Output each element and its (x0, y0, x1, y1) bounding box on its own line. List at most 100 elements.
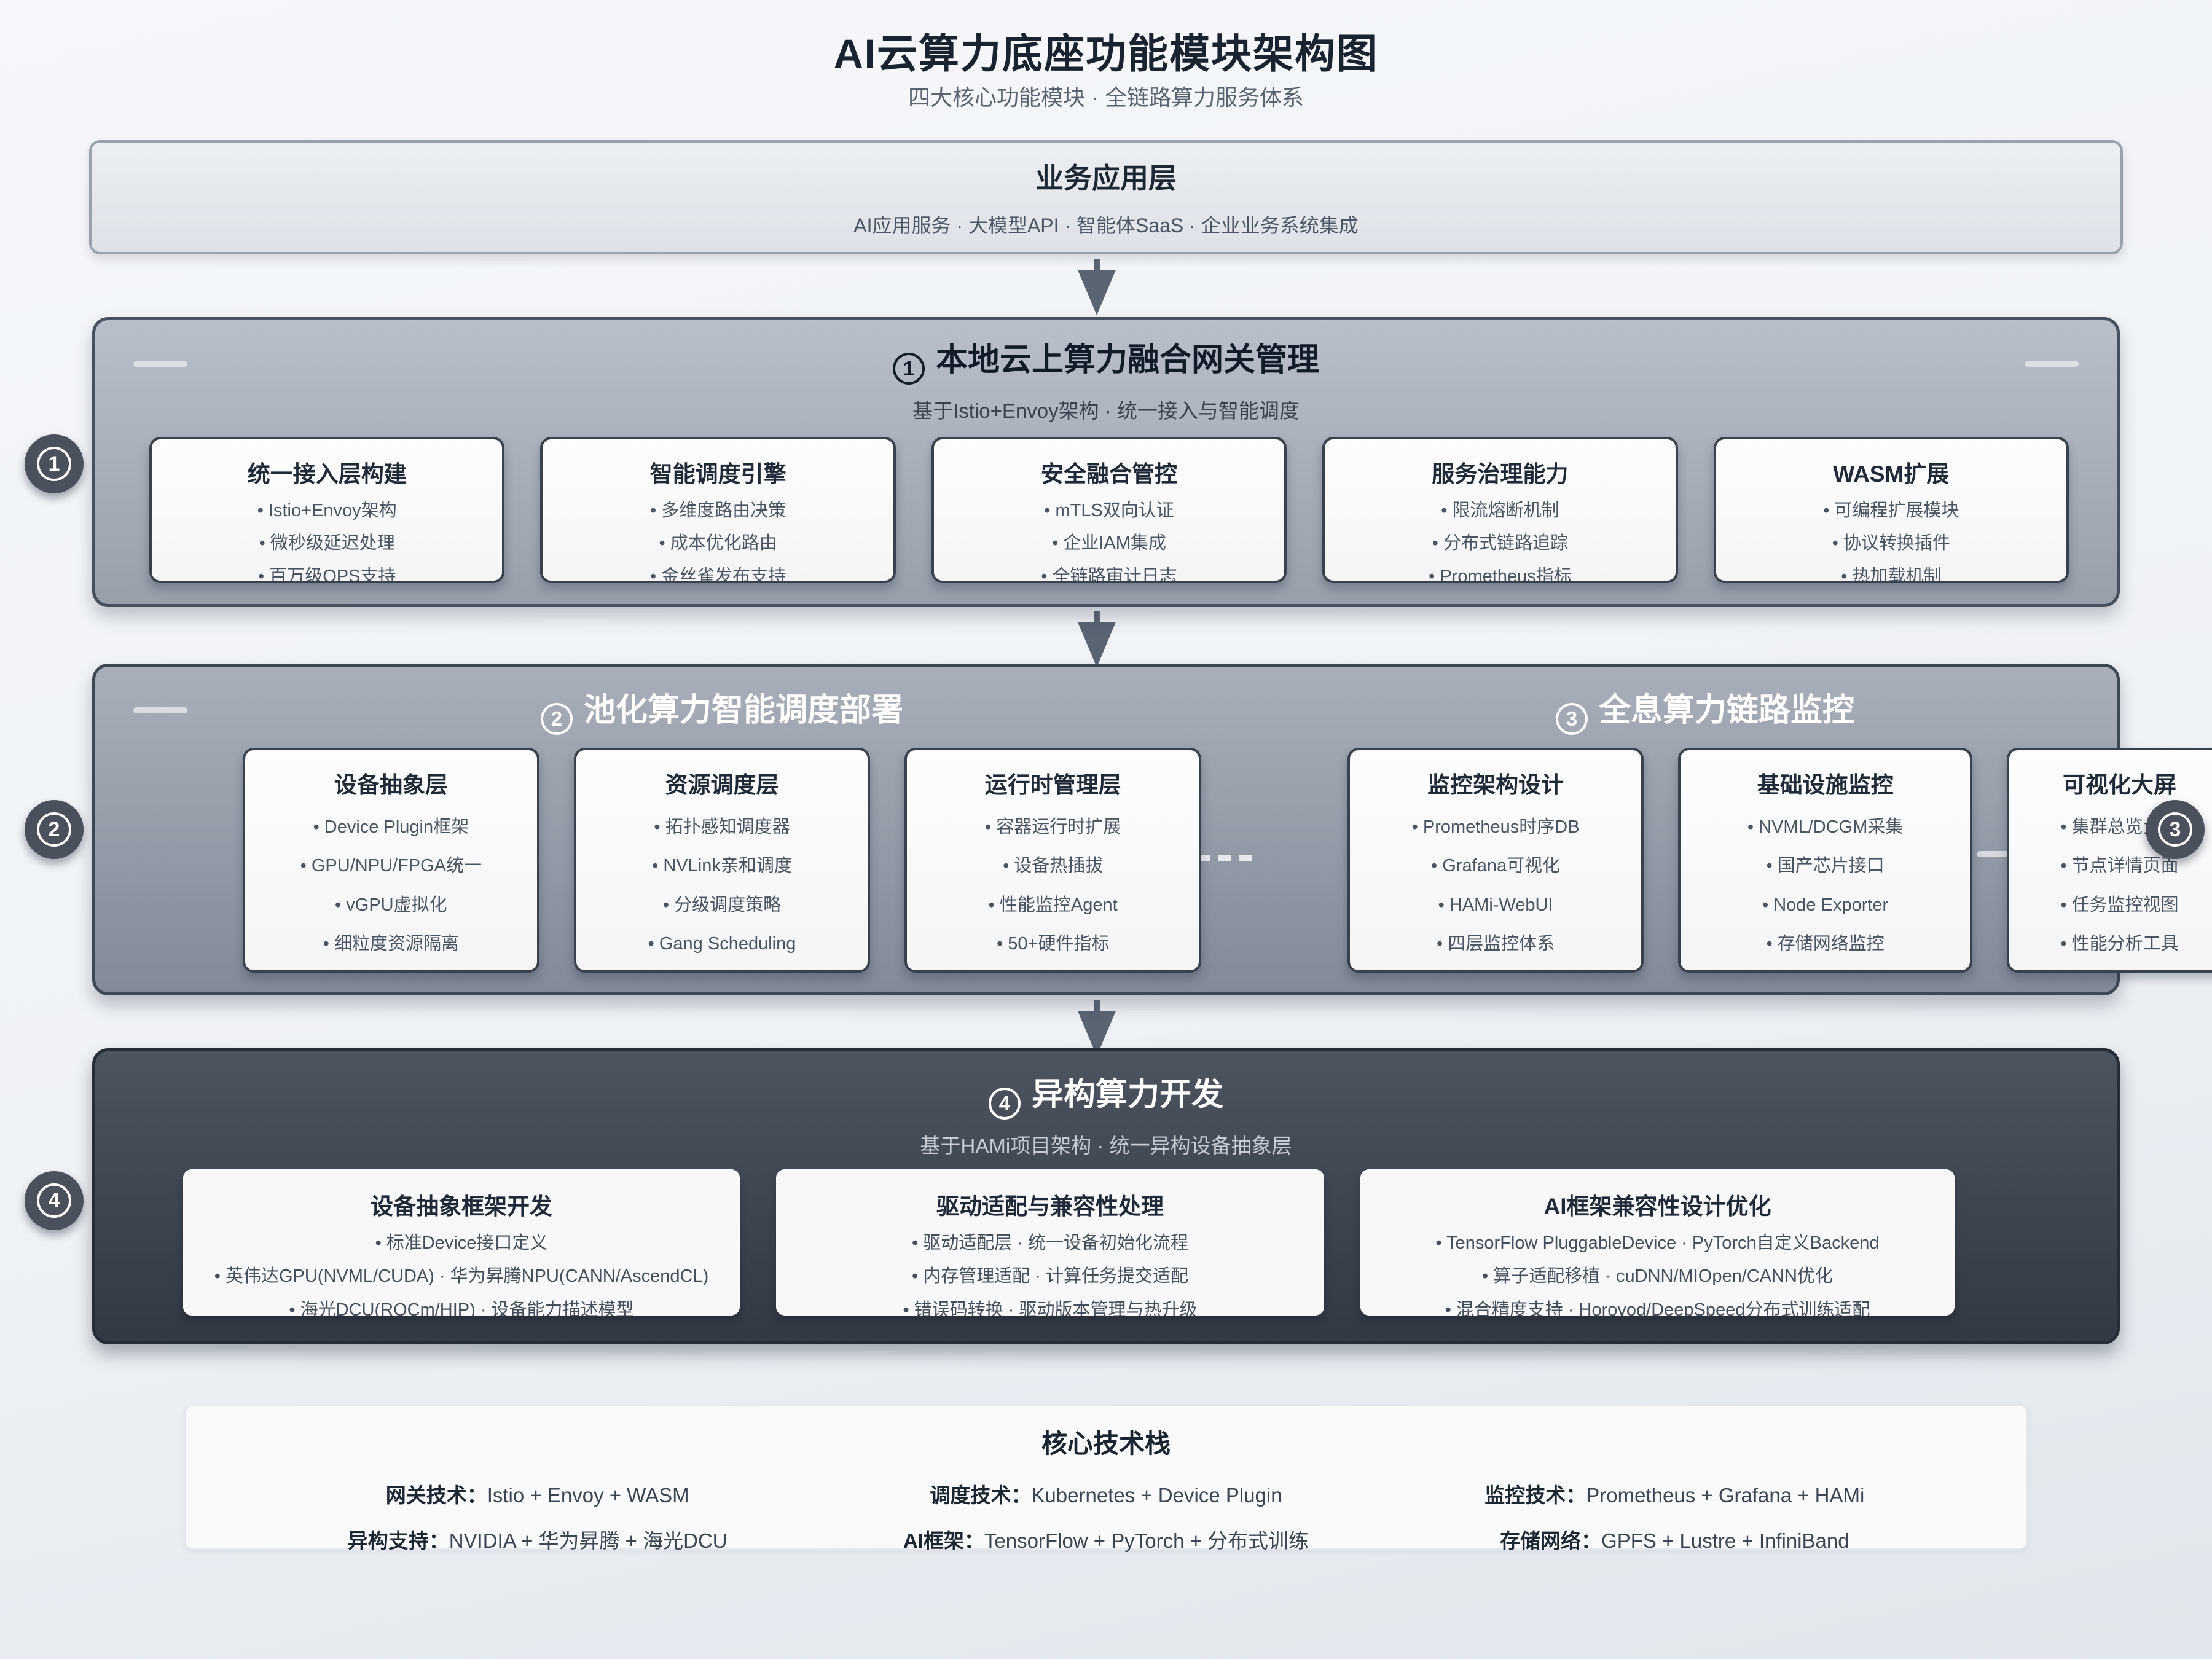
decor-dash (2025, 361, 2079, 367)
card-item: 企业IAM集成 (940, 532, 1278, 554)
card-title: 安全融合管控 (1041, 461, 1178, 487)
card-item: Node Exporter (1687, 894, 1964, 916)
dashed-connector (1156, 855, 1255, 861)
card-runtime-management-layer: 运行时管理层 容器运行时扩展 设备热插拔 性能监控Agent 50+硬件指标 异… (904, 748, 1202, 973)
card-title: 运行时管理层 (984, 772, 1121, 798)
card-item: Grafana可视化 (1356, 855, 1635, 877)
card-title: 统一接入层构建 (247, 461, 407, 487)
card-title: 智能调度引擎 (649, 461, 786, 487)
card-item: TensorFlow PluggableDevice · PyTorch自定义B… (1367, 1232, 1948, 1254)
circled-number-icon: 1 (37, 447, 71, 481)
card-item: 容器运行时扩展 (913, 816, 1193, 838)
card-title: AI框架兼容性设计优化 (1543, 1194, 1771, 1219)
circled-number-icon: 3 (1555, 702, 1588, 735)
card-title: 服务治理能力 (1432, 461, 1569, 487)
section-3-title-text: 全息算力链路监控 (1598, 692, 1854, 728)
tech-stack-grid: 网关技术：Istio + Envoy + WASM 调度技术：Kubernete… (186, 1479, 2026, 1554)
tech-entry: 监控技术：Prometheus + Grafana + HAMi (1390, 1479, 1959, 1508)
section-4-cards: 设备抽象框架开发 标准Device接口定义 英伟达GPU(NVML/CUDA) … (183, 1169, 1955, 1316)
card-item: 热加载机制 (1722, 565, 2060, 581)
tech-entry-value: GPFS + Lustre + InfiniBand (1601, 1529, 1849, 1552)
section-4-header: 4 异构算力开发 基于HAMi项目架构 · 统一异构设备抽象层 (95, 1077, 2117, 1159)
card-item: 设备健康检查 (251, 971, 531, 973)
card-item: 细粒度资源隔离 (251, 933, 531, 955)
tech-entry-value: NVIDIA + 华为昇腾 + 海光DCU (449, 1529, 728, 1552)
circled-number-icon: 2 (37, 812, 71, 847)
card-title: WASM扩展 (1833, 461, 1950, 487)
section-4-title: 4 异构算力开发 (95, 1077, 2117, 1120)
badge-1: 1 (25, 434, 84, 493)
card-resource-scheduling-layer: 资源调度层 拓扑感知调度器 NVLink亲和调度 分级调度策略 Gang Sch… (573, 748, 871, 973)
card-infrastructure-monitoring: 基础设施监控 NVML/DCGM采集 国产芯片接口 Node Exporter … (1678, 748, 1973, 973)
card-item: 算子适配移植 · cuDNN/MIOpen/CANN优化 (1367, 1265, 1948, 1287)
card-item: 标准Device接口定义 (189, 1232, 734, 1254)
card-title: 驱动适配与兼容性处理 (936, 1194, 1164, 1219)
core-tech-stack: 核心技术栈 网关技术：Istio + Envoy + WASM 调度技术：Kub… (184, 1405, 2028, 1552)
card-item: 微秒级延迟处理 (158, 532, 496, 554)
business-application-layer: 业务应用层 AI应用服务 · 大模型API · 智能体SaaS · 企业业务系统… (89, 140, 2123, 254)
card-item: NVLink亲和调度 (582, 855, 862, 877)
card-item: 成本优化路由 (549, 532, 887, 554)
card-title: 可视化大屏 (2063, 772, 2177, 798)
card-item: 四层监控体系 (1356, 933, 1635, 955)
circled-number-icon: 2 (540, 702, 573, 735)
section-3-header: 3 全息算力链路监控 (1324, 692, 2086, 735)
card-title: 设备抽象框架开发 (371, 1194, 552, 1219)
card-item: Prometheus指标 (1331, 565, 1669, 581)
card-item: vGPU虚拟化 (251, 894, 531, 916)
card-item: 性能分析工具 (2015, 933, 2212, 955)
card-monitoring-architecture: 监控架构设计 Prometheus时序DB Grafana可视化 HAMi-We… (1347, 748, 1644, 973)
card-item: 设备热插拔 (913, 855, 1193, 877)
circled-number-icon: 1 (892, 352, 925, 385)
section-2-cards: 设备抽象层 Device Plugin框架 GPU/NPU/FPGA统一 vGP… (243, 748, 1202, 973)
card-item: 分布式链路追踪 (1331, 532, 1669, 554)
arrow-down-icon (1078, 259, 1116, 315)
section-1-subtitle: 基于Istio+Envoy架构 · 统一接入与智能调度 (912, 399, 1300, 422)
tech-stack-title: 核心技术栈 (1041, 1429, 1171, 1458)
business-layer-subtitle: AI应用服务 · 大模型API · 智能体SaaS · 企业业务系统集成 (853, 214, 1359, 237)
card-service-governance: 服务治理能力 限流熔断机制 分布式链路追踪 Prometheus指标 (1322, 437, 1678, 583)
tech-entry: 异构支持：NVIDIA + 华为昇腾 + 海光DCU (253, 1524, 822, 1554)
arrow-down-icon (1078, 611, 1116, 667)
card-title: 设备抽象层 (334, 772, 448, 798)
decor-dash (133, 361, 187, 367)
tech-entry: AI框架：TensorFlow + PyTorch + 分布式训练 (822, 1524, 1390, 1554)
card-item: 驱动适配层 · 统一设备初始化流程 (782, 1232, 1318, 1254)
circled-number-icon: 4 (988, 1087, 1021, 1120)
badge-3: 3 (2146, 800, 2205, 859)
decor-dash (133, 707, 187, 713)
card-item: 错误码转换 · 驱动版本管理与热升级 (782, 1299, 1318, 1316)
tech-entry-label: 调度技术： (930, 1484, 1032, 1507)
card-item: 全链路审计日志 (940, 565, 1278, 581)
card-item: mTLS双向认证 (940, 500, 1278, 522)
card-item: 拓扑图绘制 (1687, 971, 1964, 973)
section-heterogeneous-development: 4 异构算力开发 基于HAMi项目架构 · 统一异构设备抽象层 设备抽象框架开发 … (92, 1048, 2120, 1344)
card-wasm-extension: WASM扩展 可编程扩展模块 协议转换插件 热加载机制 (1713, 437, 2069, 583)
card-title: 监控架构设计 (1427, 772, 1564, 798)
card-security-control: 安全融合管控 mTLS双向认证 企业IAM集成 全链路审计日志 (931, 437, 1287, 583)
card-item: GPU/NPU/FPGA统一 (251, 855, 531, 877)
card-item: Istio+Envoy架构 (158, 500, 496, 522)
card-item: 混合精度支持 · Horovod/DeepSpeed分布式训练适配 (1367, 1299, 1948, 1316)
section-4-title-text: 异构算力开发 (1031, 1077, 1223, 1113)
page-title: AI云算力底座功能模块架构图 (834, 31, 1378, 76)
section-4-subtitle: 基于HAMi项目架构 · 统一异构设备抽象层 (920, 1134, 1292, 1157)
tech-entry-value: Prometheus + Grafana + HAMi (1586, 1484, 1865, 1507)
card-item: 异常检测告警 (913, 971, 1193, 973)
card-driver-adaptation: 驱动适配与兼容性处理 驱动适配层 · 统一设备初始化流程 内存管理适配 · 计算… (776, 1169, 1324, 1316)
tech-entry-label: 存储网络： (1500, 1529, 1602, 1552)
tech-entry-value: Kubernetes + Device Plugin (1031, 1484, 1282, 1507)
card-item: 协议转换插件 (1722, 532, 2060, 554)
card-item: 分级调度策略 (582, 894, 862, 916)
business-layer-title: 业务应用层 (1035, 162, 1177, 194)
circled-number-icon: 3 (2158, 812, 2192, 847)
card-item: 拓扑感知调度器 (582, 816, 862, 838)
card-item: 性能监控Agent (913, 894, 1193, 916)
section-3-cards: 监控架构设计 Prometheus时序DB Grafana可视化 HAMi-We… (1347, 748, 2212, 973)
card-unified-access: 统一接入层构建 Istio+Envoy架构 微秒级延迟处理 百万级QPS支持 (149, 437, 505, 583)
